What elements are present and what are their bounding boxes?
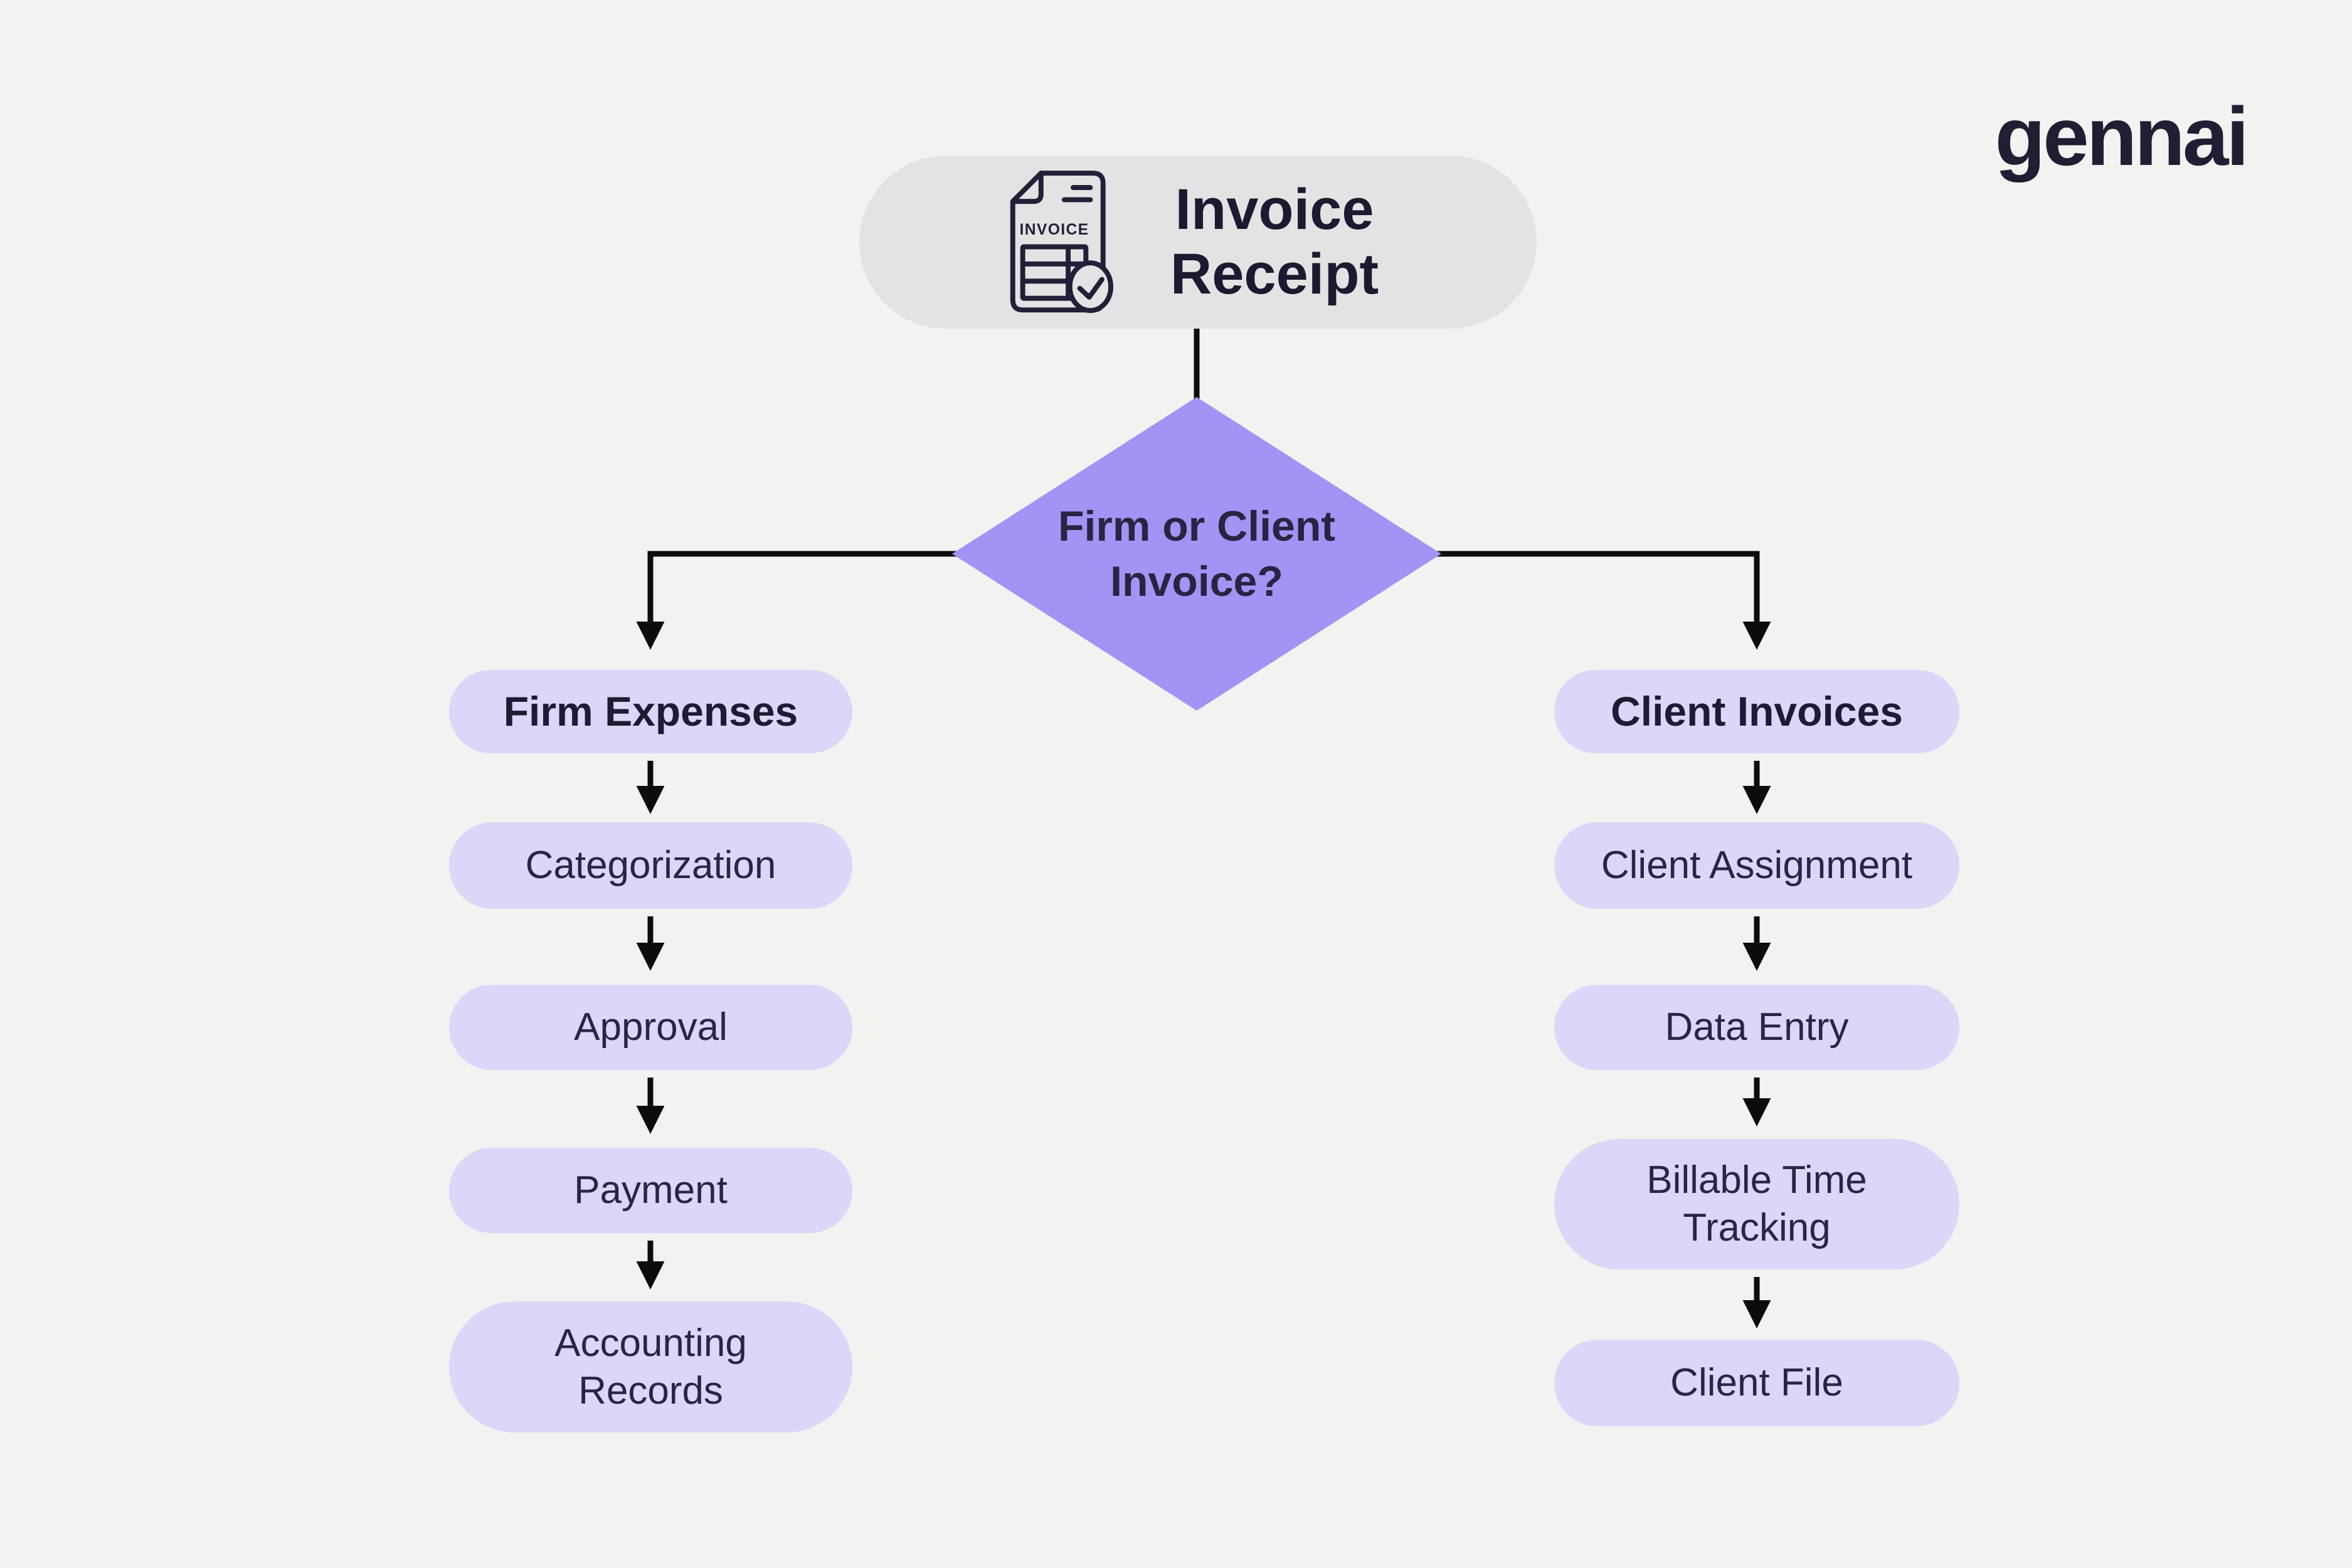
node-label: Data Entry [1665, 1005, 1849, 1049]
node-label: Approval [574, 1005, 728, 1049]
node-label: Client Invoices [1611, 688, 1903, 735]
invoice-document-icon: INVOICE [1010, 171, 1114, 314]
start-node-invoice-receipt: INVOICE Invoice Receipt [859, 156, 1537, 329]
decision-node-label: Firm or Client Invoice? [1057, 502, 1336, 605]
node-label: Client File [1670, 1361, 1843, 1405]
node-label: Firm Expenses [503, 688, 798, 735]
brand-logo: gennai [1994, 90, 2249, 183]
decision-node-firm-or-client: Firm or Client Invoice? [952, 397, 1441, 711]
node-payment: Payment [449, 1148, 852, 1233]
node-client-invoices: Client Invoices [1554, 670, 1959, 753]
node-billable-time-tracking: Billable Time Tracking [1554, 1139, 1959, 1269]
node-label: Accounting Records [554, 1321, 747, 1412]
node-accounting-records: Accounting Records [449, 1301, 852, 1433]
start-node-label: Invoice Receipt [1170, 177, 1379, 306]
node-client-assignment: Client Assignment [1554, 822, 1959, 909]
node-client-file: Client File [1554, 1340, 1959, 1426]
node-label: Billable Time Tracking [1646, 1158, 1867, 1249]
node-label: Client Assignment [1601, 844, 1913, 887]
node-categorization: Categorization [449, 822, 852, 909]
invoice-icon-label: INVOICE [1020, 221, 1089, 238]
node-data-entry: Data Entry [1554, 985, 1959, 1070]
node-label: Payment [574, 1168, 728, 1212]
node-firm-expenses: Firm Expenses [449, 670, 852, 753]
node-label: Categorization [525, 844, 776, 887]
node-approval: Approval [449, 985, 852, 1070]
